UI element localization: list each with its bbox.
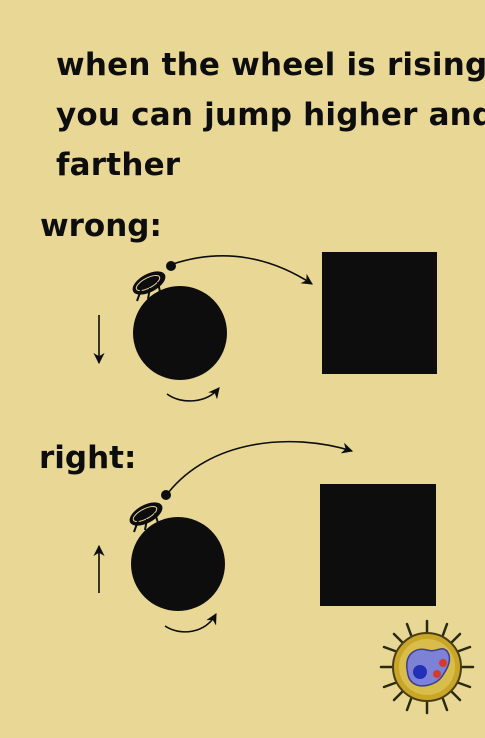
wrong-scene (93, 252, 437, 402)
wrong-rotation-arrow-icon (166, 387, 220, 402)
right-wall-block (320, 484, 436, 606)
headline-line: when the wheel is rising (56, 47, 485, 83)
right-scene (93, 440, 436, 633)
wrong-bug-icon (132, 271, 166, 302)
right-wheel (131, 517, 225, 611)
wrong-label: wrong: (40, 208, 162, 244)
headline: when the wheel is rising you can jump hi… (56, 40, 485, 190)
wrong-wall-block (322, 252, 437, 374)
right-bug-icon (129, 502, 163, 533)
right-rotation-arrow-icon (164, 613, 217, 633)
headline-line: you can jump higher and (56, 97, 485, 133)
wrong-wheel (133, 286, 227, 380)
wrong-jump-arrow (172, 255, 313, 285)
right-label: right: (39, 440, 137, 476)
spiky-cell-logo-icon (379, 619, 475, 715)
headline-line: farther (56, 147, 181, 183)
wrong-jump-point (166, 261, 176, 271)
right-jump-arrow (167, 440, 354, 494)
